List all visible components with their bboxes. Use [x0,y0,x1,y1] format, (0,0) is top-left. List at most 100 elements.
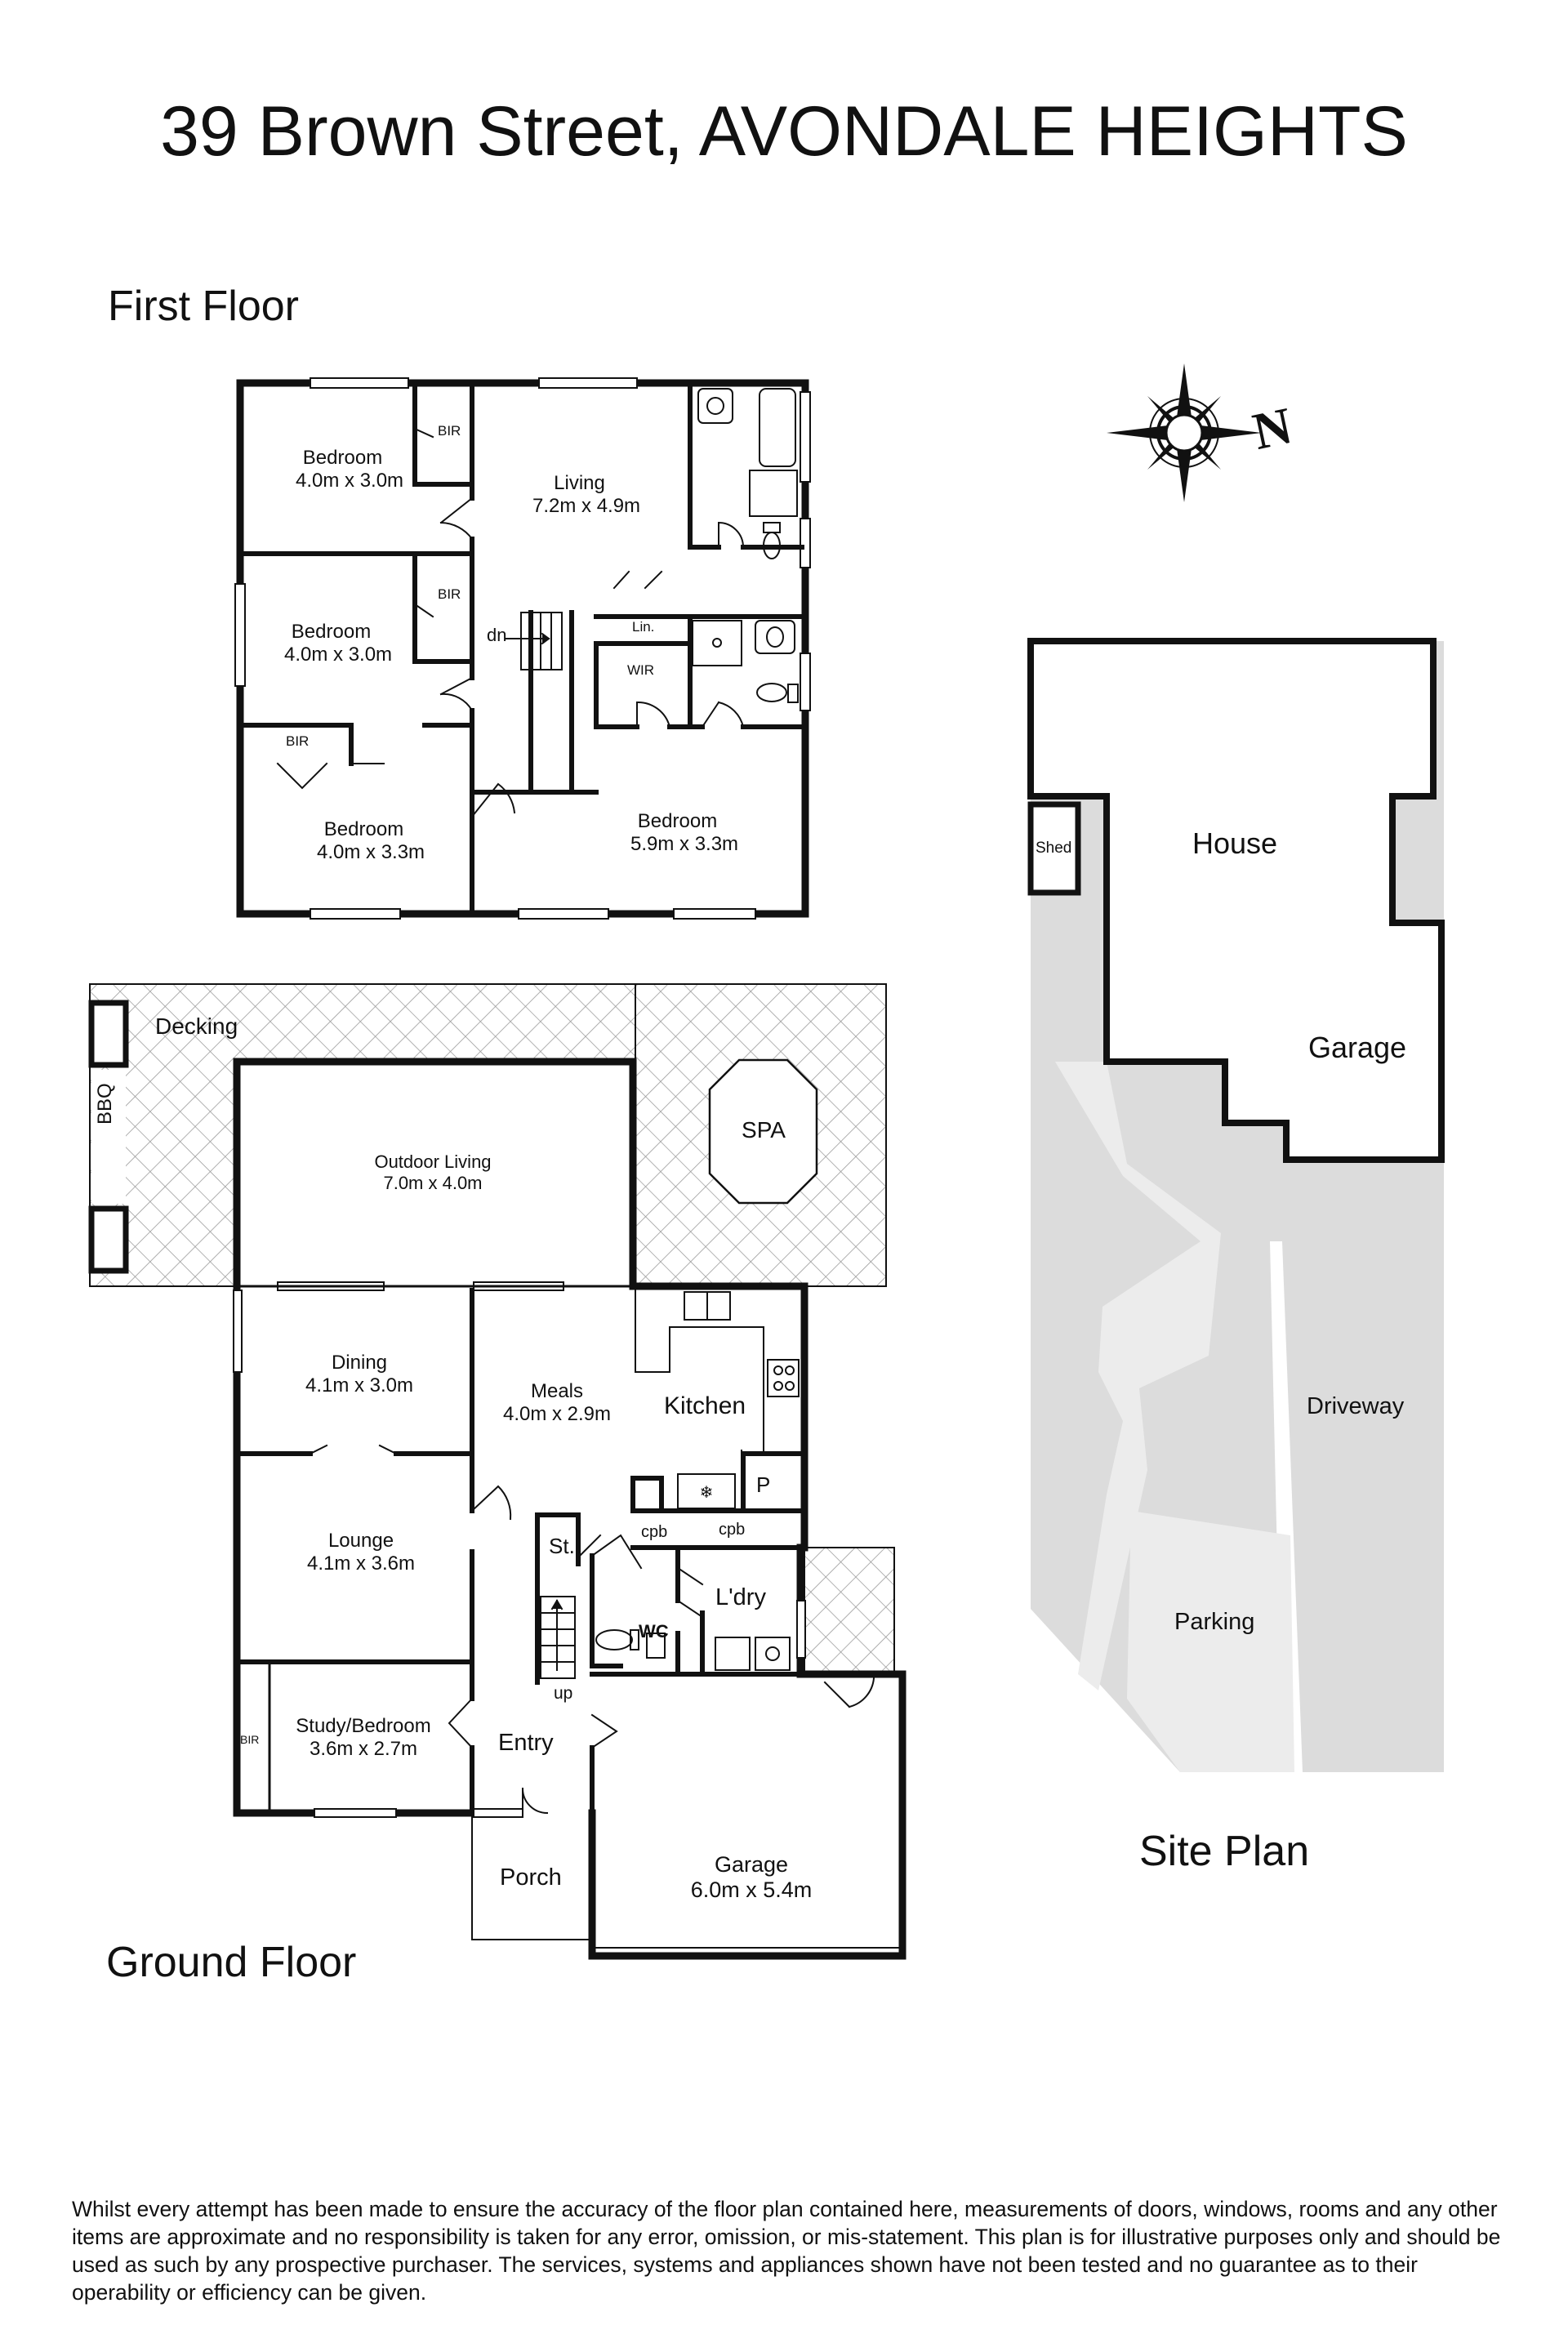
room-name: Living [554,472,605,494]
bir-label: BIR [438,423,461,439]
parking-area [1127,1511,1294,1772]
bathtub-icon [759,388,796,467]
first-floor-windows [234,377,811,920]
room-living: Living 7.2m x 4.9m [532,472,641,518]
site-shed-label: Shed [1036,840,1072,857]
basin-icon [697,388,733,424]
page-title: 39 Brown Street, AVONDALE HEIGHTS [160,92,1408,171]
site-house-label: House [1192,826,1278,860]
site-shed [1027,801,1081,896]
room-size: 3.6m x 2.7m [309,1738,418,1760]
room-name: Lounge [327,1530,394,1552]
ground-floor-plan: ❄ [88,983,906,1960]
decking-label: Decking [155,1013,238,1039]
bbq-label: BBQ [94,1083,116,1125]
ground-floor-heading: Ground Floor [106,1939,357,1986]
site-driveway-label: Driveway [1307,1393,1405,1419]
wir-label: WIR [627,662,655,678]
first-floor-stair [506,612,563,670]
room-meals: Meals 4.0m x 2.9m [492,1380,622,1426]
site-path [1055,1062,1221,1690]
porch-outline [471,1812,593,1940]
spa-outline [708,1058,818,1205]
room-study-bedroom: Study/Bedroom 3.6m x 2.7m [282,1715,445,1761]
bbq-unit-bottom [88,1205,129,1274]
fridge-icon [677,1473,736,1509]
room-size: 4.0m x 3.0m [296,470,404,492]
bbq-unit-top [88,1000,129,1068]
room-size: 4.0m x 2.9m [502,1403,612,1425]
bir-label: BIR [438,586,461,602]
shower-icon-2 [692,620,742,666]
wc-label: WC [639,1621,669,1642]
entry-label: Entry [498,1730,554,1756]
first-floor-doors [276,427,745,818]
room-size: 5.9m x 3.3m [630,833,739,855]
bir-label: BIR [286,733,310,749]
bir-label: BIR [240,1733,260,1746]
room-bedroom-1: Bedroom 4.0m x 3.0m [296,447,404,492]
room-dining: Dining 4.1m x 3.0m [294,1352,425,1397]
room-size: 7.2m x 4.9m [532,495,641,517]
room-outdoor-living: Outdoor Living 7.0m x 4.0m [351,1152,514,1194]
basin-icon-2 [755,620,795,654]
toilet-icon-ground [595,1629,633,1650]
washer-icon [715,1637,751,1671]
room-bedroom-2: Bedroom 4.0m x 3.0m [284,621,393,666]
first-floor-heading: First Floor [108,283,299,330]
linen-label: Lin. [632,619,655,635]
room-bedroom-3: Bedroom 4.0m x 3.3m [317,818,425,864]
wc-laundry-fixtures [595,1629,791,1671]
kitchen-label: Kitchen [664,1392,746,1419]
stair-down-label: dn [487,625,507,645]
room-size: 7.0m x 4.0m [383,1173,483,1193]
shower-icon [749,470,798,517]
room-size: 4.1m x 3.6m [306,1552,416,1575]
room-size: 4.0m x 3.0m [284,644,393,666]
cooktop-icon [767,1359,800,1397]
ground-floor-stair [540,1596,576,1679]
svg-text:❄: ❄ [700,1484,714,1502]
compass-icon [1107,363,1262,502]
pantry-label: P [756,1472,771,1497]
room-name: Outdoor Living [374,1152,492,1172]
cupboard-label: cpb [719,1521,746,1539]
room-name: Study/Bedroom [296,1715,431,1737]
stair-up-label: up [554,1684,573,1703]
disclaimer-text: Whilst every attempt has been made to en… [72,2197,1501,2305]
room-size: 6.0m x 5.4m [690,1878,813,1902]
store-label: St. [549,1534,575,1558]
room-size: 4.1m x 3.0m [305,1374,414,1396]
room-garage: Garage 6.0m x 5.4m [670,1852,833,1903]
kitchen-bench: ❄ [635,1290,800,1509]
room-name: Bedroom [291,621,372,643]
site-garage-label: Garage [1308,1031,1407,1064]
ground-floor-interior-walls [238,1288,807,1820]
side-entry-hatch [804,1547,895,1675]
first-floor-interior-walls [241,384,804,913]
room-name: Bedroom [323,818,404,840]
site-parking-label: Parking [1174,1609,1255,1635]
toilet-icon [763,522,781,533]
driveway-edge [1270,1241,1303,1772]
toilet-icon-2 [756,683,787,702]
room-name: Bedroom [637,810,718,832]
room-size: 4.0m x 3.3m [317,841,425,863]
ground-floor-doors [309,1444,875,1815]
room-name: Dining [331,1352,388,1374]
site-house-footprint [1027,638,1445,1163]
site-plan [1027,580,1446,1772]
spa-label: SPA [742,1117,786,1143]
room-name: Bedroom [302,447,383,469]
bathroom-fixtures [692,388,799,703]
first-floor-plan [234,377,811,920]
room-name: Garage [714,1852,789,1877]
cupboard-label: cpb [641,1523,668,1541]
room-name: Meals [530,1380,584,1402]
porch-label: Porch [500,1864,562,1891]
trough-icon [755,1637,791,1671]
room-bedroom-4: Bedroom 5.9m x 3.3m [630,810,739,856]
site-plan-heading: Site Plan [1139,1828,1310,1875]
laundry-label: L'dry [715,1584,766,1610]
